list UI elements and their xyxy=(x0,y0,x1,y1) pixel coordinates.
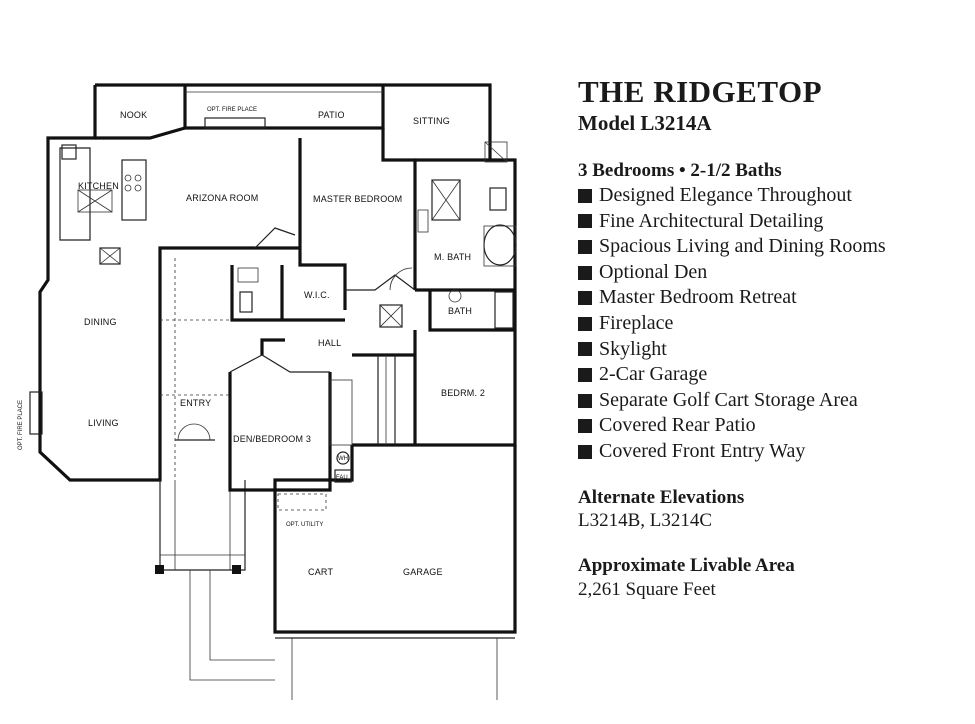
arizona-room-bottom-wall xyxy=(158,246,300,258)
square-bullet-icon xyxy=(578,291,592,306)
master-bedroom-wall xyxy=(381,128,417,290)
fireplace-top xyxy=(204,117,266,129)
label-cart: CART xyxy=(308,567,333,577)
entry-doors xyxy=(177,423,211,441)
kitchen-island xyxy=(121,159,147,221)
label-hall: HALL xyxy=(318,338,341,348)
label-arizona-room: ARIZONA ROOM xyxy=(186,193,258,203)
alternate-elevations-heading: Alternate Elevations xyxy=(578,486,745,508)
exterior-wall-right xyxy=(352,158,517,447)
label-patio: PATIO xyxy=(318,110,345,120)
square-bullet-icon xyxy=(578,367,592,382)
fau-unit xyxy=(334,469,352,483)
feature-item: Skylight xyxy=(578,337,968,363)
toilet xyxy=(489,187,507,211)
kitchen-sink xyxy=(61,144,77,160)
model-number: Model L3214A xyxy=(578,111,712,135)
label-den-bedroom3: DEN/BEDROOM 3 xyxy=(233,434,311,444)
kitchen-counter xyxy=(59,147,91,241)
square-bullet-icon xyxy=(578,393,592,408)
label-kitchen: KITCHEN xyxy=(78,181,119,191)
closet-bedrm2 xyxy=(377,355,396,445)
label-opt-fire-place-side: OPT. FIRE PLACE xyxy=(18,400,24,450)
plan-description: THE RIDGETOP Model L3214A 3 Bedrooms • 2… xyxy=(578,76,968,602)
label-sitting: SITTING xyxy=(413,116,450,126)
label-opt-fire-place-top: OPT. FIRE PLACE xyxy=(207,107,257,113)
floor-plan: NOOK OPT. FIRE PLACE PATIO SITTING KITCH… xyxy=(18,83,517,700)
label-living: LIVING xyxy=(88,418,119,428)
label-wic: W.I.C. xyxy=(304,290,330,300)
porch-post-right xyxy=(232,565,241,574)
feature-item: Fireplace xyxy=(578,311,968,337)
feature-item: Optional Den xyxy=(578,260,968,286)
square-bullet-icon xyxy=(578,214,592,229)
water-heater xyxy=(336,451,350,465)
label-entry: ENTRY xyxy=(180,398,211,408)
square-bullet-icon xyxy=(578,316,592,331)
label-bath: BATH xyxy=(448,306,472,316)
feature-item: Master Bedroom Retreat xyxy=(578,285,968,311)
square-bullet-icon xyxy=(578,239,592,254)
label-opt-utility: OPT. UTILITY xyxy=(286,522,323,528)
garage-wall xyxy=(273,445,517,634)
feature-item: Covered Rear Patio xyxy=(578,413,968,439)
alternate-elevations-value: L3214B, L3214C xyxy=(578,510,713,532)
feature-item: Designed Elegance Throughout xyxy=(578,183,968,209)
label-fau: FAU xyxy=(336,475,348,481)
label-master-bedroom: MASTER BEDROOM xyxy=(313,194,402,204)
exterior-wall-top xyxy=(46,83,492,268)
livable-area-heading: Approximate Livable Area xyxy=(578,555,795,577)
feature-item: Fine Architectural Detailing xyxy=(578,209,968,235)
front-porch xyxy=(159,480,246,571)
square-bullet-icon xyxy=(578,188,592,203)
feature-list: Designed Elegance Throughout Fine Archit… xyxy=(578,183,968,465)
label-dining: DINING xyxy=(84,317,117,327)
label-m-bath: M. BATH xyxy=(434,252,471,262)
fireplace-side xyxy=(29,391,43,435)
livable-area-value: 2,261 Square Feet xyxy=(578,578,716,600)
patio-wall xyxy=(183,85,385,130)
walkway xyxy=(189,570,275,681)
label-bedrm2: BEDRM. 2 xyxy=(441,388,485,398)
porch-post-left xyxy=(155,565,164,574)
feature-item: 2-Car Garage xyxy=(578,362,968,388)
tub xyxy=(483,224,517,266)
shower xyxy=(431,179,461,221)
square-bullet-icon xyxy=(578,342,592,357)
label-nook: NOOK xyxy=(120,110,147,120)
label-garage: GARAGE xyxy=(403,567,443,577)
feature-item: Separate Golf Cart Storage Area xyxy=(578,388,968,414)
plan-title: THE RIDGETOP xyxy=(578,74,823,109)
wic-wall xyxy=(230,265,345,322)
feature-item: Covered Front Entry Way xyxy=(578,439,968,465)
bedrooms-baths: 3 Bedrooms • 2-1/2 Baths xyxy=(578,160,782,182)
den-wall xyxy=(228,372,332,492)
skylight xyxy=(379,304,403,328)
square-bullet-icon xyxy=(578,444,592,459)
exterior-wall-left xyxy=(38,258,162,482)
label-wh: WH xyxy=(338,456,348,462)
opt-utility xyxy=(277,493,327,511)
square-bullet-icon xyxy=(578,265,592,280)
square-bullet-icon xyxy=(578,419,592,434)
feature-item: Spacious Living and Dining Rooms xyxy=(578,234,968,260)
